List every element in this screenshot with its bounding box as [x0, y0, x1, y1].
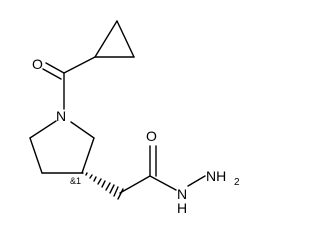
- svg-text:N: N: [177, 186, 187, 202]
- pyrrolidine-n-c2-bond: [70, 121, 95, 139]
- carbonyl-double-bond-a: [45, 62, 65, 74]
- ring-nitrogen-label: N: [56, 108, 66, 124]
- amide-oxygen-label: O: [146, 128, 157, 144]
- cyclopropane-bond-1: [94, 20, 118, 58]
- carbonyl-oxygen-top-label: O: [32, 56, 43, 72]
- pyrrolidine-c4-c5-bond: [29, 137, 43, 174]
- pyrrolidine-c5-n-bond: [29, 120, 57, 139]
- molecule-drawing: O N O N H NH 2 &1: [29, 20, 240, 216]
- svg-text:2: 2: [234, 177, 240, 188]
- carbonyl-double-bond-b: [42, 68, 62, 80]
- cyclopropane-bond-2: [116, 20, 135, 58]
- pyrrolidine-c2-c3-bond: [81, 137, 95, 174]
- cyclopropyl-carbonyl-bond: [63, 56, 96, 74]
- hydrazide-nh2-label: NH 2: [206, 168, 240, 188]
- stereo-hashed-wedge: [81, 172, 124, 200]
- svg-text:NH: NH: [206, 168, 226, 184]
- ch2-amide-carbon-bond: [119, 175, 151, 194]
- amide-nh-bond: [149, 175, 177, 191]
- stereo-descriptor-label: &1: [70, 176, 81, 186]
- svg-text:H: H: [177, 200, 187, 216]
- nh-nh2-bond: [187, 175, 206, 187]
- hydrazide-nh-label: N H: [177, 186, 187, 216]
- structure-canvas: O N O N H NH 2 &1: [29, 20, 240, 216]
